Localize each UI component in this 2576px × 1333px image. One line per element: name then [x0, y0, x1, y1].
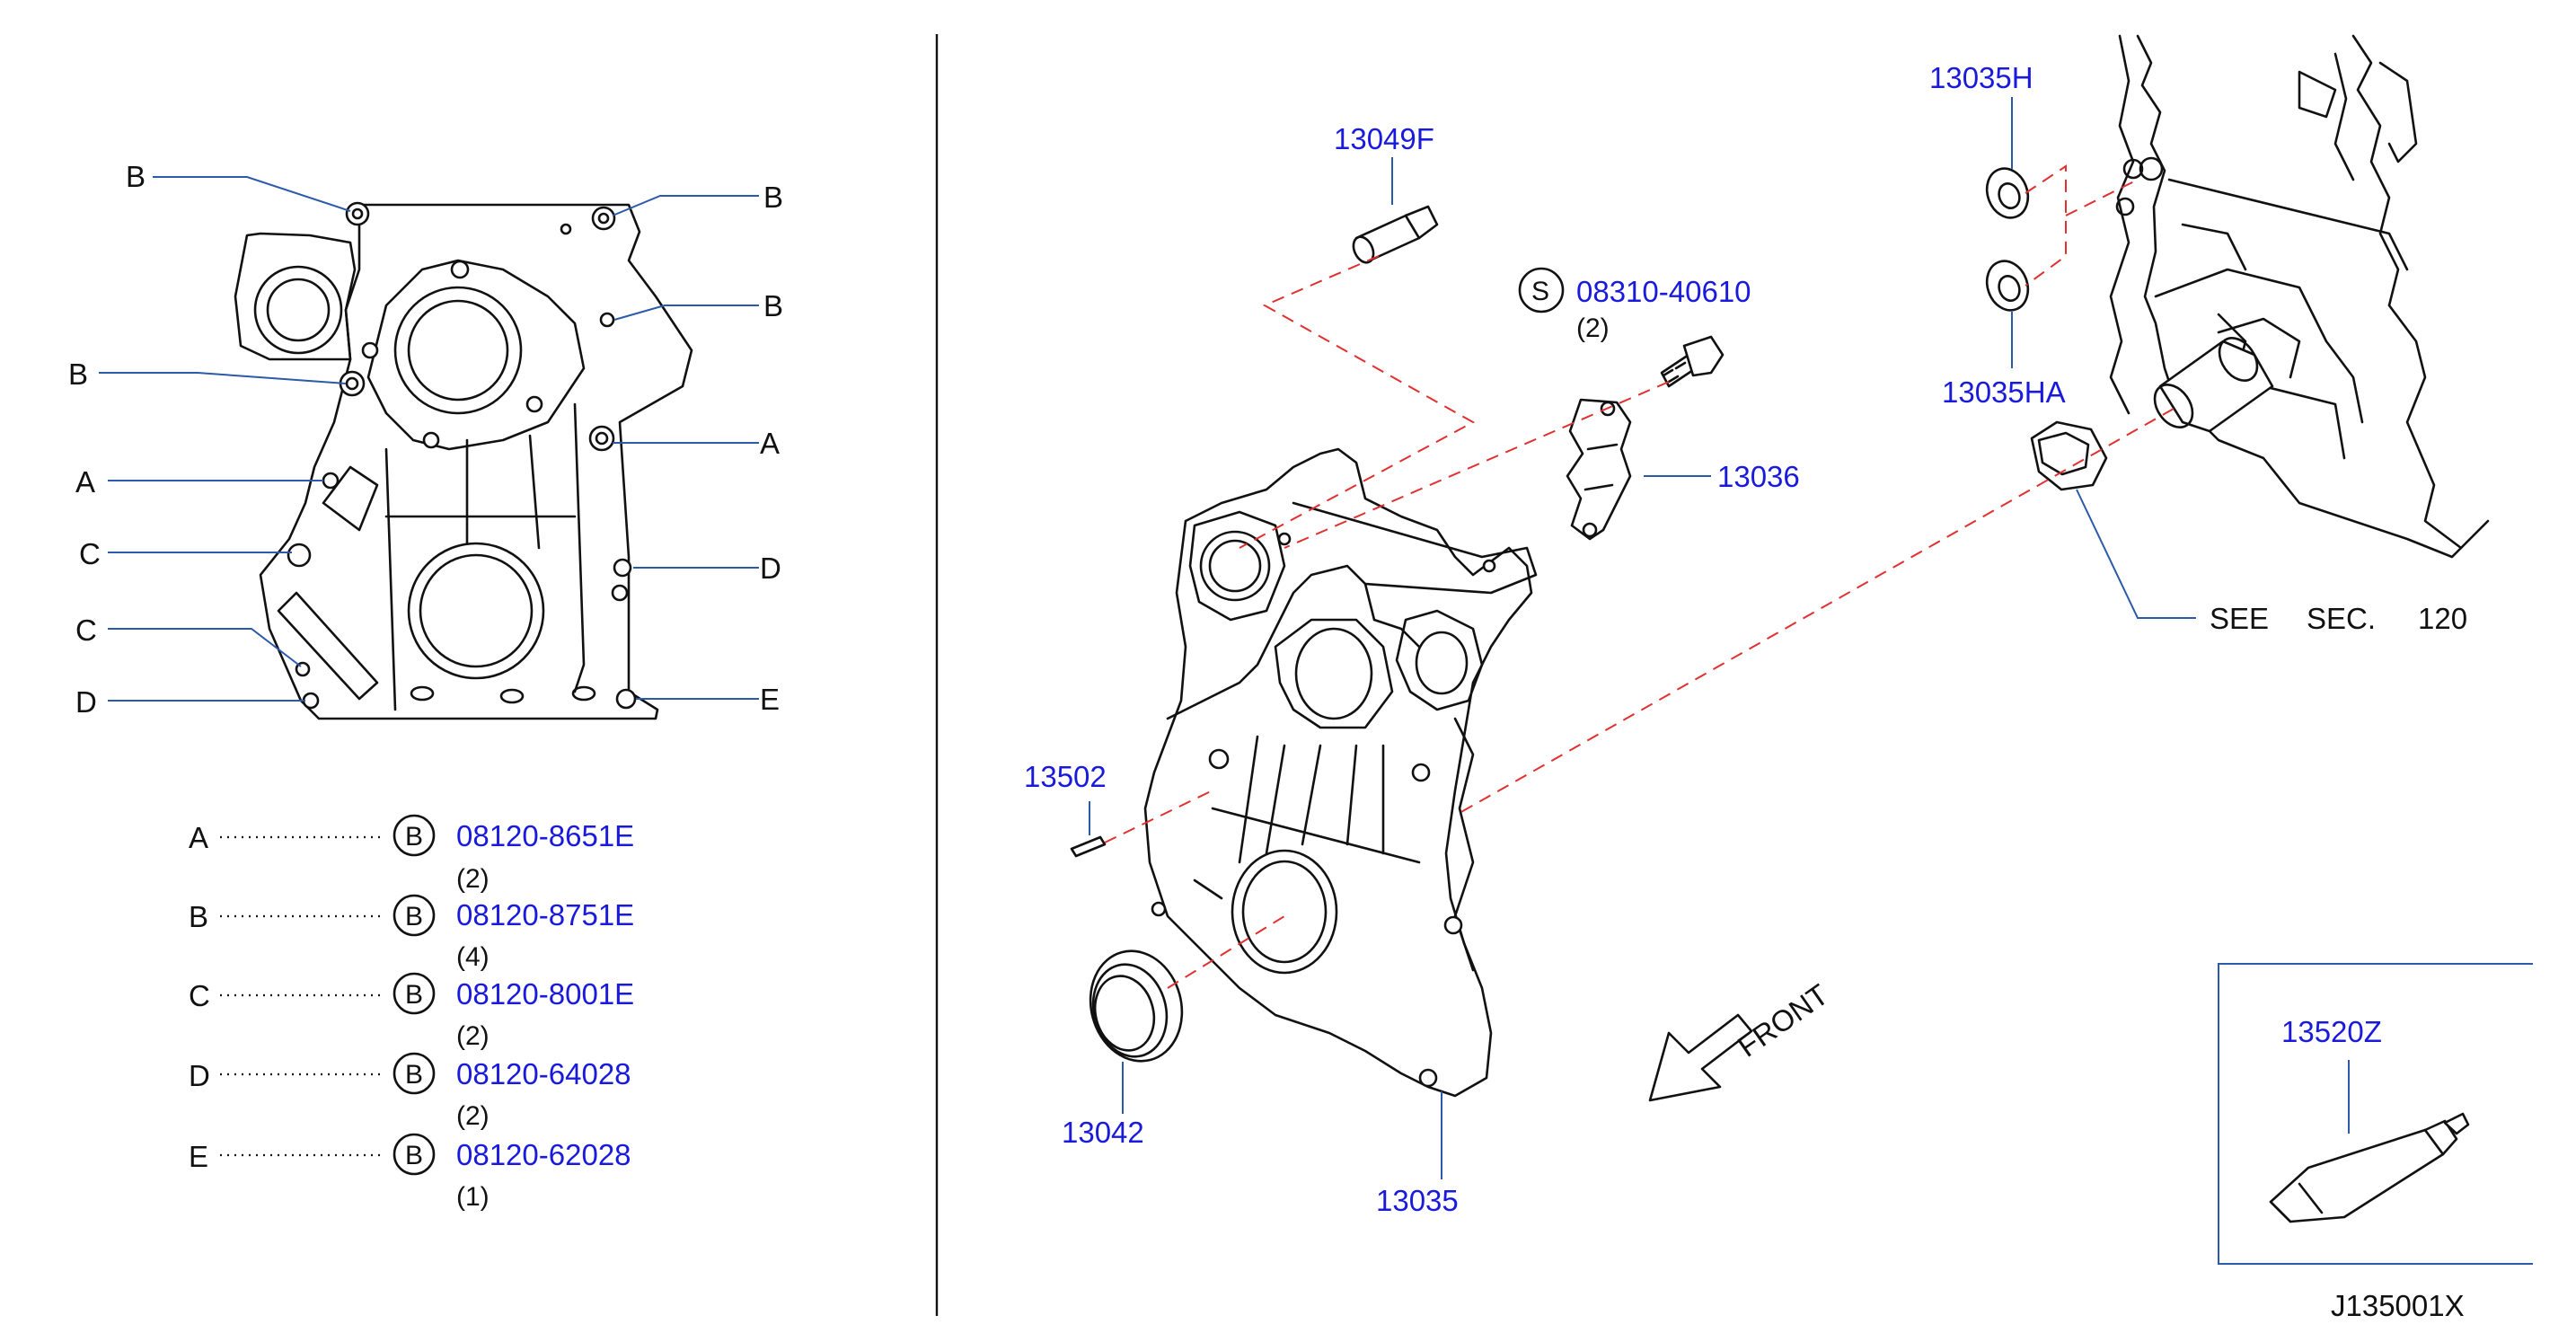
callout-b3: B	[763, 289, 783, 322]
bolt-legend: A B 08120-8651E (2) B B 08120-8751E (4) …	[189, 814, 634, 1212]
legend-part-e[interactable]: 08120-62028	[456, 1138, 631, 1171]
hole-e1	[615, 688, 637, 710]
legend-qty-b: (4)	[456, 942, 490, 972]
callout-c2: C	[75, 614, 97, 647]
hole-b1	[345, 201, 370, 226]
bolt-08310-40610	[1660, 335, 1725, 388]
part-13049f[interactable]: 13049F	[1334, 122, 1434, 155]
part-13502[interactable]: 13502	[1024, 760, 1107, 793]
screw-qty: (2)	[1576, 313, 1610, 343]
timing-cover-13035	[1143, 447, 1538, 1098]
legend-letter-e: E	[189, 1140, 208, 1173]
callout-d1: D	[75, 685, 97, 719]
sec-label: SEC.	[2307, 602, 2376, 635]
hole-d1	[302, 692, 320, 710]
callout-b4: B	[68, 358, 88, 391]
right-leaders	[1089, 97, 2350, 1179]
legend-part-c[interactable]: 08120-8001E	[456, 977, 634, 1011]
legend-part-d[interactable]: 08120-64028	[456, 1057, 631, 1090]
sealant-tube-icon	[2269, 1112, 2470, 1223]
front-label: FRONT	[1732, 977, 1834, 1063]
legend-letter-a: A	[189, 821, 208, 854]
legend-letter-d: D	[189, 1059, 210, 1092]
left-leaders	[99, 176, 759, 702]
legend-symbol-b: B	[405, 902, 423, 931]
legend-letter-c: C	[189, 979, 210, 1012]
hex-nut	[2030, 420, 2108, 491]
callout-e1: E	[760, 683, 780, 716]
diagram-code: J135001X	[2331, 1289, 2465, 1322]
legend-qty-e: (1)	[456, 1182, 490, 1212]
legend-symbol-d: B	[405, 1060, 423, 1090]
assembly-lines	[1104, 164, 2175, 989]
legend-qty-d: (2)	[456, 1101, 490, 1131]
front-arrow: FRONT	[1648, 977, 1834, 1102]
hole-d2	[613, 558, 632, 578]
screw-symbol: S	[1531, 277, 1549, 306]
hole-b3	[599, 312, 615, 328]
legend-symbol-a: B	[405, 822, 423, 852]
chain-tensioner-13036	[1566, 398, 1632, 541]
see-label: SEE	[2210, 602, 2269, 635]
hole-a1	[322, 472, 340, 490]
part-13035h[interactable]: 13035H	[1929, 61, 2033, 94]
hole-a2	[588, 425, 615, 452]
timing-cover-front-view	[234, 201, 693, 720]
legend-symbol-c: B	[405, 980, 423, 1010]
screw-symbol-circle	[1518, 267, 1565, 313]
nut-13035ha	[1985, 260, 2030, 312]
part-08310-40610[interactable]: 08310-40610	[1576, 275, 1751, 308]
callout-a1: A	[75, 465, 95, 499]
legend-part-a[interactable]: 08120-8651E	[456, 819, 634, 852]
callout-d2: D	[760, 552, 781, 585]
legend-part-b[interactable]: 08120-8751E	[456, 898, 634, 931]
legend-symbol-e: B	[405, 1141, 423, 1170]
part-13042[interactable]: 13042	[1062, 1116, 1144, 1149]
legend-qty-c: (2)	[456, 1021, 490, 1051]
part-13035ha[interactable]: 13035HA	[1942, 375, 2066, 409]
legend-qty-a: (2)	[456, 864, 490, 894]
oil-seal-13042	[1089, 949, 1184, 1063]
dowel-13049f	[1352, 205, 1439, 264]
callout-b1: B	[126, 160, 146, 193]
hole-c1	[287, 543, 312, 568]
legend-letter-b: B	[189, 900, 208, 933]
engine-block	[2109, 34, 2490, 559]
callout-a2: A	[760, 427, 780, 460]
sec-number[interactable]: 120	[2418, 602, 2467, 635]
nut-13035h	[1985, 167, 2030, 219]
callout-c1: C	[79, 537, 101, 570]
callout-b2: B	[763, 181, 783, 214]
part-13036[interactable]: 13036	[1717, 460, 1800, 493]
pin-13502	[1070, 835, 1107, 858]
sealant-inset: 13520Z	[2218, 963, 2533, 1265]
part-13035[interactable]: 13035	[1376, 1184, 1459, 1217]
part-13520z[interactable]: 13520Z	[2281, 1015, 2382, 1048]
hole-b2	[591, 206, 616, 231]
